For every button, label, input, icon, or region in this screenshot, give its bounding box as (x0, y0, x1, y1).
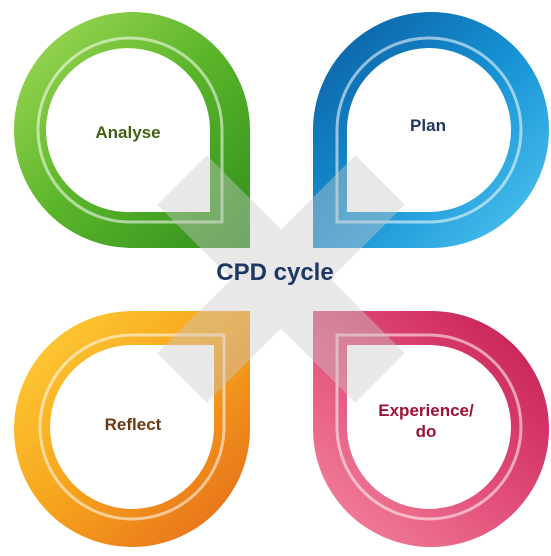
analyse-segment (14, 12, 250, 248)
reflect-label: Reflect (104, 415, 162, 434)
experience-label: Experience/ do (356, 400, 496, 443)
center-title: CPD cycle (216, 259, 334, 286)
plan-segment (313, 12, 549, 248)
center-cross (157, 155, 405, 403)
reflect-segment (14, 311, 250, 547)
experience-label-line1: Experience/ (378, 401, 474, 420)
experience-segment (313, 311, 549, 547)
experience-label-line2: do (415, 422, 437, 442)
plan-label: Plan (410, 116, 446, 135)
analyse-label: Analyse (95, 123, 161, 142)
